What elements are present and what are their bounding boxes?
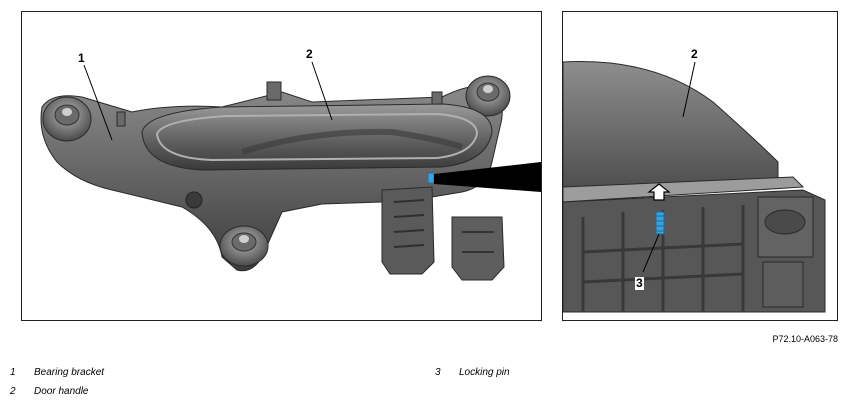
locking-pin-marker xyxy=(427,172,435,184)
main-illustration: 1 2 xyxy=(21,11,542,321)
legend-item-1: 1 Bearing bracket xyxy=(10,367,104,378)
bearing-bracket-drawing xyxy=(40,61,541,281)
mount-right xyxy=(465,75,511,117)
legend-label: Locking pin xyxy=(459,367,510,378)
legend-label: Door handle xyxy=(34,386,89,397)
legend-number: 1 xyxy=(10,367,16,378)
legend-label: Bearing bracket xyxy=(34,367,105,378)
callout-2-detail: 2 xyxy=(690,47,699,61)
legend-item-3: 3 Locking pin xyxy=(435,367,510,378)
callout-2-main: 2 xyxy=(305,47,314,61)
mount-left xyxy=(42,96,92,142)
callout-1-main: 1 xyxy=(77,51,86,65)
locking-pin xyxy=(655,211,665,235)
detail-illustration: 2 3 xyxy=(562,11,838,321)
figure-reference-code: P72.10-A063-78 xyxy=(772,334,838,344)
locking-pin-detail-drawing xyxy=(563,61,826,313)
push-up-arrow-icon xyxy=(647,183,671,201)
legend-number: 3 xyxy=(435,367,441,378)
door-handle-detail xyxy=(563,61,779,191)
legend-number: 2 xyxy=(10,386,16,397)
legend-item-2: 2 Door handle xyxy=(10,386,88,397)
callout-3-detail: 3 xyxy=(635,276,644,290)
mount-bottom xyxy=(219,225,269,267)
